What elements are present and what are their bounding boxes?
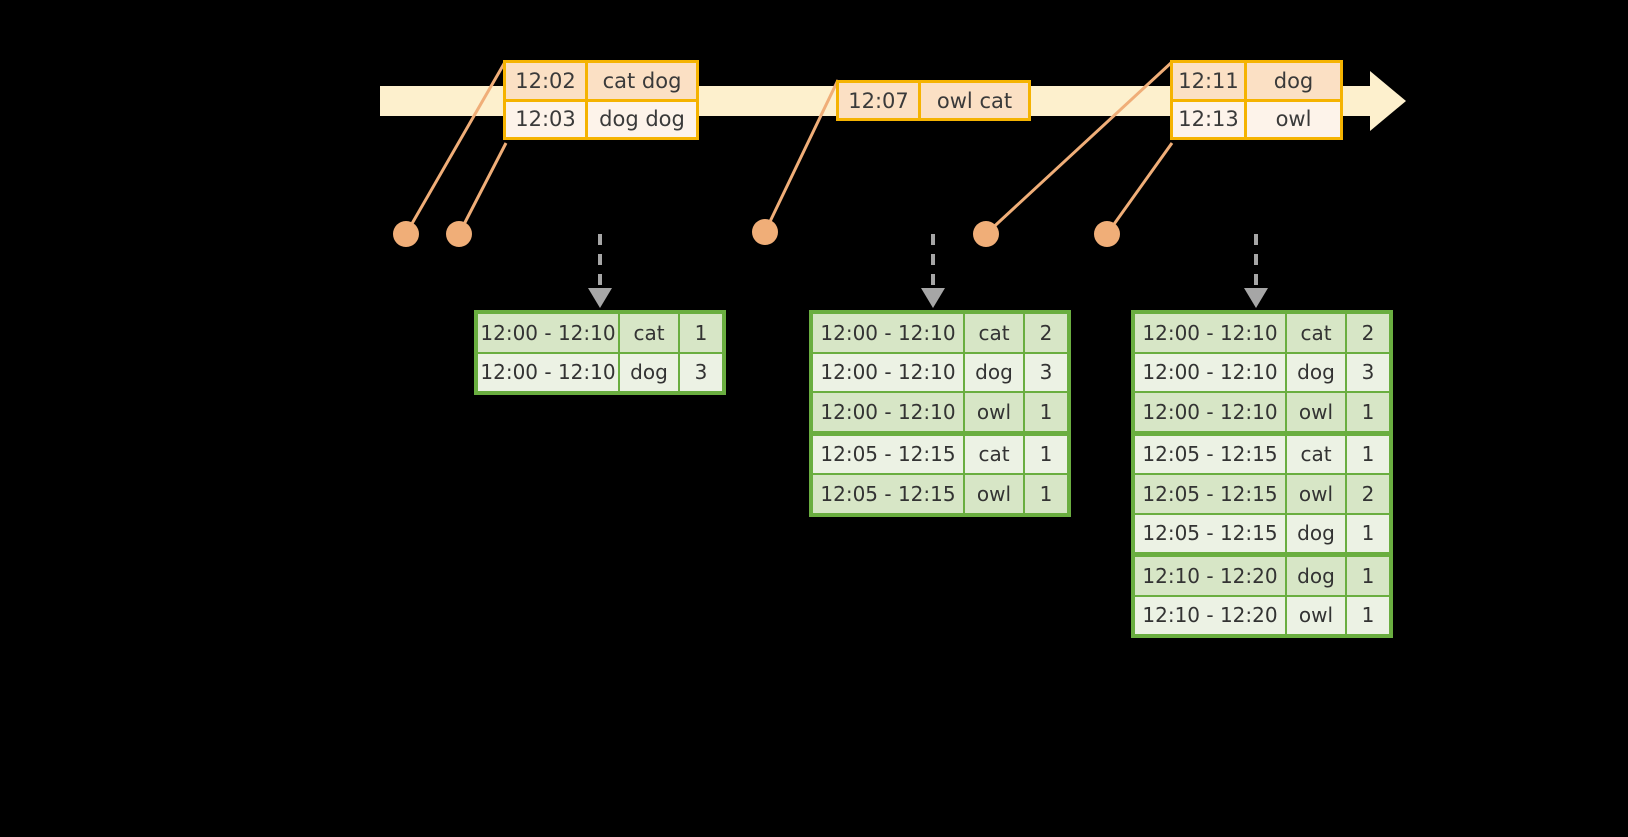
dot-3: [752, 219, 778, 245]
cell-key: cat: [620, 314, 680, 352]
dot-2: [446, 221, 472, 247]
cell-count: 3: [1347, 353, 1389, 391]
cell-key: dog: [1287, 557, 1347, 595]
event-payload: dog dog: [588, 101, 696, 137]
cell-window: 12:00 - 12:10: [1135, 393, 1287, 431]
cell-count: 1: [1347, 435, 1389, 473]
cell-key: dog: [620, 353, 680, 391]
cell-window: 12:00 - 12:10: [813, 353, 965, 391]
event-group-1[interactable]: 12:02 cat dog 12:03 dog dog: [503, 60, 699, 140]
cell-window: 12:00 - 12:10: [1135, 314, 1287, 352]
cell-key: dog: [1287, 353, 1347, 391]
cell-key: dog: [965, 353, 1025, 391]
cell-count: 1: [1025, 475, 1067, 513]
dot-1: [393, 221, 419, 247]
cell-count: 1: [1347, 557, 1389, 595]
event-payload: cat dog: [588, 63, 696, 99]
event-row: 12:03 dog dog: [506, 98, 696, 137]
cell-key: owl: [1287, 475, 1347, 513]
leader-line-2: [457, 142, 508, 235]
cell-key: cat: [965, 435, 1025, 473]
cell-count: 2: [1025, 314, 1067, 352]
cell-count: 1: [1025, 393, 1067, 431]
event-group-2[interactable]: 12:07 owl cat: [836, 80, 1031, 121]
event-row: 12:02 cat dog: [506, 63, 696, 99]
cell-count: 1: [1347, 596, 1389, 634]
flow-arrowhead-3: [1244, 288, 1268, 308]
flow-arrows: [598, 234, 1258, 292]
cell-count: 1: [1025, 435, 1067, 473]
event-row: 12:07 owl cat: [839, 83, 1028, 118]
leader-line-5: [1105, 142, 1174, 235]
cell-key: owl: [965, 475, 1025, 513]
event-group-3[interactable]: 12:11 dog 12:13 owl: [1170, 60, 1343, 140]
event-row: 12:13 owl: [1173, 98, 1340, 137]
cell-window: 12:05 - 12:15: [1135, 475, 1287, 513]
cell-key: cat: [1287, 435, 1347, 473]
cell-window: 12:05 - 12:15: [1135, 435, 1287, 473]
flow-arrowhead-1: [588, 288, 612, 308]
cell-key: dog: [1287, 514, 1347, 552]
event-time: 12:02: [506, 63, 588, 99]
cell-count: 1: [1347, 514, 1389, 552]
cell-window: 12:00 - 12:10: [1135, 353, 1287, 391]
cell-key: owl: [965, 393, 1025, 431]
cell-count: 3: [680, 353, 722, 391]
event-time: 12:07: [839, 83, 921, 118]
cell-key: cat: [965, 314, 1025, 352]
event-payload: owl: [1247, 101, 1340, 137]
cell-count: 2: [1347, 475, 1389, 513]
cell-window: 12:10 - 12:20: [1135, 596, 1287, 634]
cell-window: 12:10 - 12:20: [1135, 557, 1287, 595]
event-row: 12:11 dog: [1173, 63, 1340, 99]
cell-count: 1: [1347, 393, 1389, 431]
cell-count: 1: [680, 314, 722, 352]
cell-window: 12:05 - 12:15: [813, 475, 965, 513]
event-payload: owl cat: [921, 83, 1028, 118]
timeline-arrowhead: [1370, 71, 1406, 131]
cell-window: 12:05 - 12:15: [1135, 514, 1287, 552]
dot-5: [1094, 221, 1120, 247]
cell-window: 12:05 - 12:15: [813, 435, 965, 473]
cell-key: cat: [1287, 314, 1347, 352]
cell-key: owl: [1287, 393, 1347, 431]
event-time: 12:11: [1173, 63, 1247, 99]
dot-4: [973, 221, 999, 247]
flow-arrowhead-2: [921, 288, 945, 308]
flow-arrowheads: [588, 288, 1268, 308]
cell-count: 2: [1347, 314, 1389, 352]
event-payload: dog: [1247, 63, 1340, 99]
cell-window: 12:00 - 12:10: [478, 353, 620, 391]
cell-window: 12:00 - 12:10: [478, 314, 620, 352]
cell-count: 3: [1025, 353, 1067, 391]
event-time: 12:03: [506, 101, 588, 137]
event-time: 12:13: [1173, 101, 1247, 137]
cell-window: 12:00 - 12:10: [813, 314, 965, 352]
cell-key: owl: [1287, 596, 1347, 634]
cell-window: 12:00 - 12:10: [813, 393, 965, 431]
